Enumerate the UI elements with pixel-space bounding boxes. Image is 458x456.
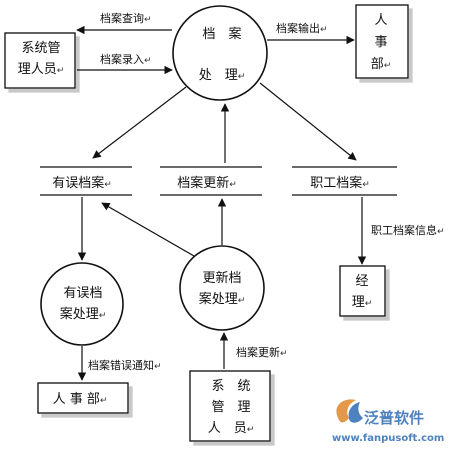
entity-sys-admin-top-line2: 理人员↵	[18, 62, 65, 77]
return-mark: ↵	[144, 15, 152, 25]
flow-process-to-employee-store	[259, 82, 357, 161]
store-archive-update-label: 档案更新↵	[177, 175, 237, 191]
process-archive-line1: 档 案	[202, 27, 241, 42]
process-archive-line2: 处 理↵	[199, 68, 246, 83]
return-mark: ↵	[280, 349, 288, 359]
process-error-line2: 案处理↵	[60, 307, 107, 322]
process-error: 有误档 案处理↵	[40, 262, 124, 346]
flow-error-notice: 档案错误通知↵	[77, 346, 162, 381]
entity-sys-admin-top: 系统管 理人员↵	[4, 32, 76, 89]
process-update-line1: 更新档	[202, 270, 241, 286]
process-update: 更新档 案处理↵	[179, 245, 265, 331]
entity-hr-top-line3: 部↵	[371, 57, 392, 72]
flow-query-label: 档案查询↵	[100, 11, 152, 25]
entity-sys-admin-bottom-line1: 系 统	[211, 379, 250, 394]
return-mark: ↵	[238, 72, 246, 82]
brand-logo-icon	[336, 399, 363, 423]
entity-manager-line1: 经	[355, 274, 368, 289]
return-mark: ↵	[154, 362, 162, 372]
flow-employee-info-label: 职工档案信息↵	[371, 223, 445, 237]
store-archive-update: 档案更新↵	[160, 166, 262, 196]
entity-hr-top-line2: 事	[374, 35, 387, 50]
return-mark: ↵	[99, 311, 107, 321]
brand-url: www.fanpusoft.com	[332, 433, 444, 444]
flow-employee-info: 职工档案信息↵	[357, 197, 445, 265]
return-mark: ↵	[229, 180, 237, 190]
store-employee-archive: 职工档案↵	[292, 166, 397, 196]
flow-process-to-error-store	[92, 86, 187, 159]
entity-sys-admin-bottom-line3: 人 员↵	[208, 421, 255, 436]
process-error-line1: 有误档	[63, 286, 102, 301]
entity-hr-top: 人 事 部↵	[355, 4, 409, 79]
return-mark: ↵	[437, 227, 445, 237]
entity-sys-admin-bottom-line2: 管 理	[211, 400, 250, 415]
brand-watermark: 泛普软件 www.fanpusoft.com	[332, 399, 444, 444]
return-mark: ↵	[238, 296, 246, 306]
return-mark: ↵	[57, 66, 65, 76]
return-mark: ↵	[104, 180, 112, 190]
flow-error-notice-label: 档案错误通知↵	[88, 358, 162, 372]
entity-sys-admin-bottom: 系 统 管 理 人 员↵	[189, 370, 271, 442]
entity-hr-bottom-label: 人 事 部↵	[53, 392, 108, 407]
return-mark: ↵	[247, 425, 255, 435]
store-error-archive-label: 有误档案↵	[52, 176, 112, 191]
flow-query: 档案查询↵	[76, 11, 172, 35]
brand-name: 泛普软件	[364, 409, 424, 427]
process-update-line2: 案处理↵	[199, 292, 246, 307]
return-mark: ↵	[144, 56, 152, 66]
entity-hr-bottom: 人 事 部↵	[37, 382, 129, 414]
flow-output: 档案输出↵	[267, 21, 355, 45]
entity-sys-admin-top-line1: 系统管	[21, 41, 60, 56]
return-mark: ↵	[100, 396, 108, 406]
flow-update: 档案更新↵	[219, 332, 288, 369]
process-archive: 档 案 处 理↵	[172, 5, 268, 101]
return-mark: ↵	[362, 180, 370, 190]
entity-hr-top-line1: 人	[374, 13, 387, 28]
store-error-archive: 有误档案↵	[40, 166, 132, 196]
return-mark: ↵	[320, 25, 328, 35]
flow-output-label: 档案输出↵	[276, 21, 328, 35]
flow-entry: 档案录入↵	[77, 52, 173, 75]
flow-update-process-to-error-store	[101, 202, 195, 257]
entity-manager-line2: 理↵	[352, 295, 373, 310]
store-employee-archive-label: 职工档案↵	[310, 176, 370, 191]
flow-update-label: 档案更新↵	[236, 345, 288, 359]
flow-entry-label: 档案录入↵	[100, 52, 152, 66]
return-mark: ↵	[384, 61, 392, 71]
entity-manager: 经 理↵	[339, 265, 386, 317]
return-mark: ↵	[365, 299, 373, 309]
